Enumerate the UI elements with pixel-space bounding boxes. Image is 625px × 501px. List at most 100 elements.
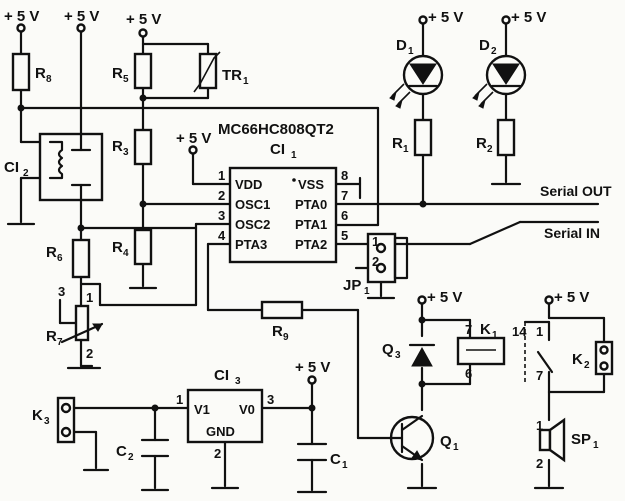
- ic1-pin-num-1: 1: [218, 168, 225, 183]
- ci2-label: CI: [4, 159, 19, 176]
- diode-q3: Q 3: [382, 341, 436, 367]
- r5-label: R: [112, 65, 123, 82]
- r9-sub: 9: [283, 332, 289, 343]
- r4-label: R: [112, 239, 123, 256]
- r3-label: R: [112, 138, 123, 155]
- ic1-pin-num-5: 5: [341, 228, 348, 243]
- ic1-pin-num-2: 2: [218, 188, 225, 203]
- tr1-label: TR: [222, 67, 242, 84]
- junctions: [17, 94, 427, 412]
- capacitor-c1: C 1: [296, 442, 348, 471]
- ic1-pin-pta2: PTA2: [295, 237, 327, 252]
- r2-sub: 2: [487, 144, 493, 155]
- jumper-jp1: 1 2 JP 1: [343, 232, 409, 297]
- sp1-pin2: 2: [536, 456, 543, 471]
- resistor-r9: R 9: [260, 300, 304, 343]
- serial-out-label: Serial OUT: [540, 183, 612, 199]
- r7-pin2: 2: [86, 346, 93, 361]
- r6-label: R: [46, 244, 57, 261]
- ci3-num-out: 3: [267, 392, 274, 407]
- supply-label-c1: + 5 V: [295, 359, 330, 376]
- regulator-ci3: V1 V0 GND 1 3 2 CI 3: [176, 367, 274, 461]
- ci3-num-gnd: 2: [214, 446, 221, 461]
- supply-label-k1: + 5 V: [427, 289, 462, 306]
- q3-label: Q: [382, 341, 394, 358]
- tr1-sub: 1: [243, 76, 249, 87]
- ic1-pin-vss: VSS: [298, 177, 324, 192]
- r1-label: R: [392, 135, 403, 152]
- jp1-pin1: 1: [372, 234, 379, 249]
- sp1-pin1: 1: [536, 418, 543, 433]
- k1-pin7: 7: [465, 322, 472, 337]
- q3-sub: 3: [395, 350, 401, 361]
- speaker-sp1: 1 2 SP 1: [536, 417, 599, 471]
- ci3-pin-gnd: GND: [206, 424, 235, 439]
- r7-pin1: 1: [86, 290, 93, 305]
- k1-sub: 1: [492, 330, 498, 341]
- d2-sub: 2: [491, 46, 497, 57]
- ic1-pin-pta1: PTA1: [295, 217, 327, 232]
- ci3-pin-v0: V0: [239, 402, 255, 417]
- supply-label-r8: + 5 V: [4, 8, 39, 25]
- k1-pin6: 6: [465, 366, 472, 381]
- ic1-ref: CI: [270, 141, 285, 158]
- ic1-pin-num-3: 3: [218, 208, 225, 223]
- ground-symbols: [6, 182, 565, 494]
- sp1-label: SP: [571, 431, 591, 448]
- ic1-pin-num-8: 8: [341, 168, 348, 183]
- ic1-pin-vdd: VDD: [235, 177, 262, 192]
- ic1-pin-osc2: OSC2: [235, 217, 270, 232]
- ic1-pin-osc1: OSC1: [235, 197, 270, 212]
- r2-label: R: [476, 135, 487, 152]
- r4-sub: 4: [123, 248, 129, 259]
- k2-label: K: [572, 351, 583, 368]
- ic1-part-number: MC66HC808QT2: [218, 121, 334, 138]
- sensor-ci2: CI 2: [4, 132, 104, 202]
- jp1-label: JP: [343, 277, 361, 294]
- transistor-q1: Q 1: [389, 414, 459, 462]
- serial-in-label: Serial IN: [544, 225, 600, 241]
- ci3-num-in: 1: [176, 392, 183, 407]
- ci2-sub: 2: [23, 168, 29, 179]
- r5-sub: 5: [123, 74, 129, 85]
- r9-label: R: [272, 323, 283, 340]
- c2-label: C: [116, 443, 127, 460]
- ic1-pin-num-7: 7: [341, 188, 348, 203]
- supply-label-d2: + 5 V: [511, 9, 546, 26]
- d1-label: D: [396, 37, 407, 54]
- r8-label: R: [35, 65, 46, 82]
- connector-k2: K 2: [572, 340, 614, 376]
- r3-sub: 3: [123, 147, 129, 158]
- r7-pin3: 3: [58, 284, 65, 299]
- ic1-ref-sub: 1: [291, 150, 297, 161]
- c1-label: C: [330, 451, 341, 468]
- relay-pin1: 1: [536, 324, 543, 339]
- resistor-r6: R 6: [46, 238, 91, 279]
- resistor-r3: R 3: [112, 128, 153, 166]
- resistor-r1: R 1: [392, 118, 433, 157]
- resistor-r4: R 4: [112, 228, 153, 266]
- relay-k1: 7 6 K 1: [456, 321, 506, 381]
- supply-label-d1: + 5 V: [428, 9, 463, 26]
- d2-label: D: [479, 37, 490, 54]
- led-d2: D 2: [472, 37, 527, 109]
- supply-label-r5: + 5 V: [126, 11, 161, 28]
- supply-label-k2: + 5 V: [554, 289, 589, 306]
- d1-sub: 1: [408, 46, 414, 57]
- ci3-sub: 3: [235, 376, 241, 387]
- resistor-r8: R 8: [11, 52, 52, 92]
- r6-sub: 6: [57, 253, 63, 264]
- relay-pin7: 7: [536, 368, 543, 383]
- c1-sub: 1: [342, 460, 348, 471]
- k1-label: K: [480, 321, 491, 338]
- sp1-sub: 1: [593, 440, 599, 451]
- k3-sub: 3: [44, 416, 50, 427]
- wires: [19, 22, 606, 492]
- resistor-r5: R 5: [112, 52, 153, 90]
- potentiometer-r7: 1 2 3 R 7: [46, 284, 104, 361]
- supply-label-ci2: + 5 V: [64, 8, 99, 25]
- c2-sub: 2: [128, 452, 134, 463]
- r1-sub: 1: [403, 144, 409, 155]
- supply-terminals: [16, 15, 554, 385]
